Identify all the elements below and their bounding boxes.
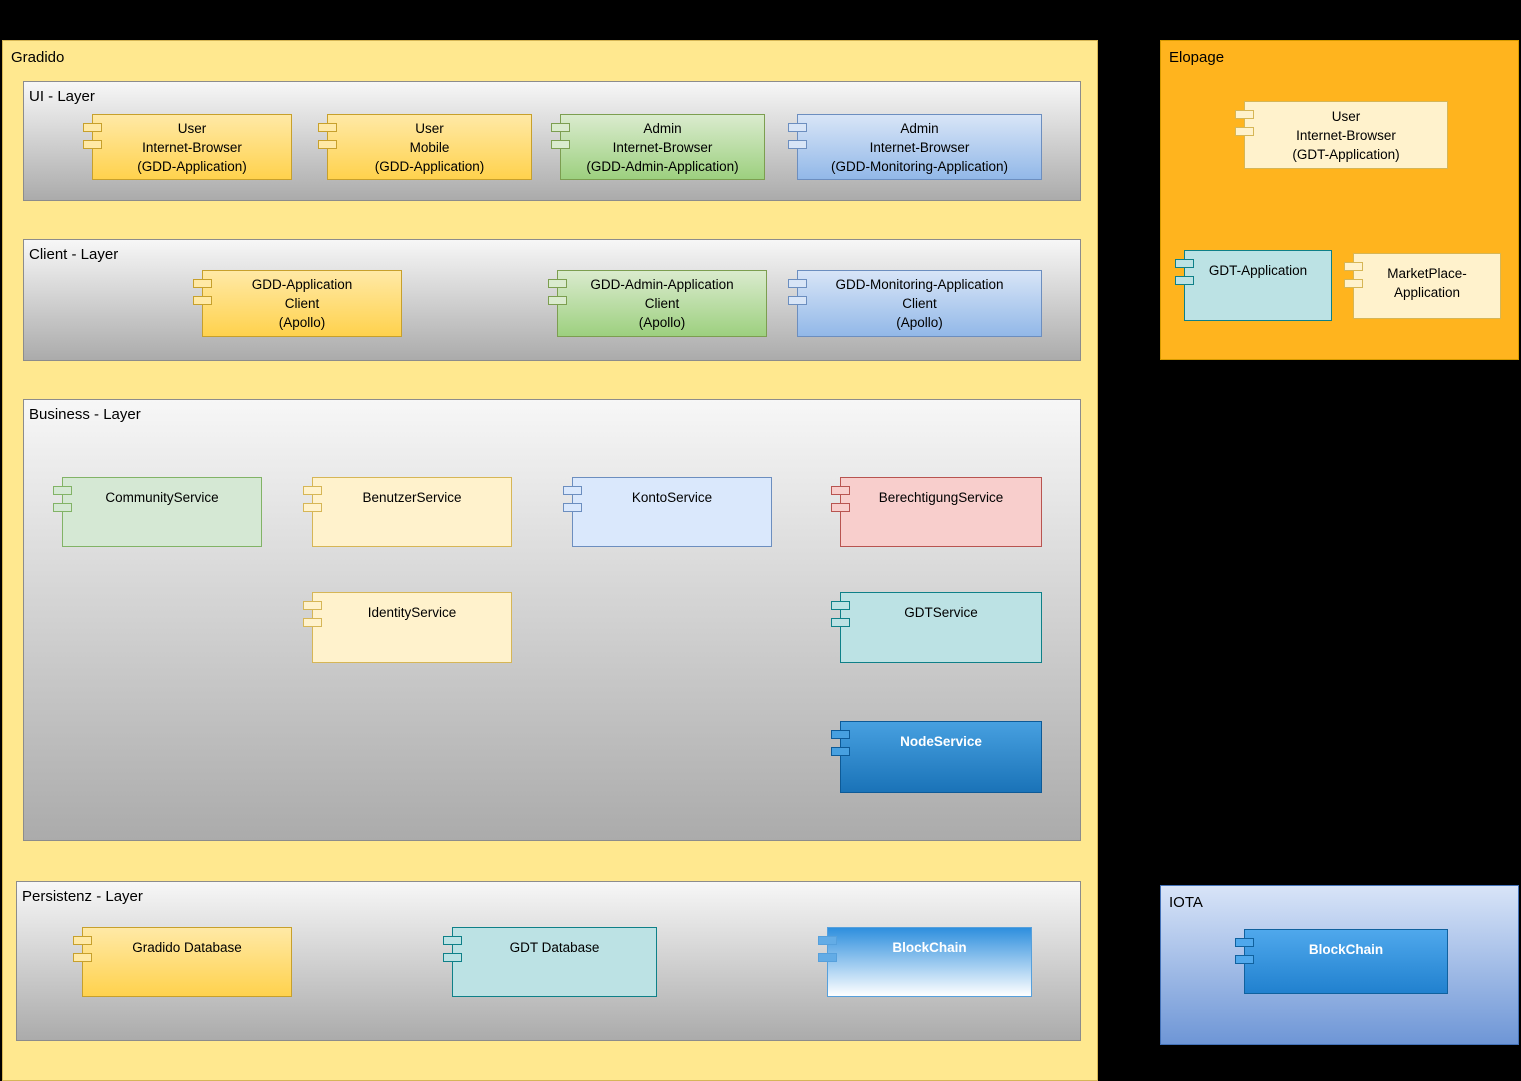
component-label: BlockChain bbox=[1308, 942, 1384, 957]
component-port-icon bbox=[548, 296, 567, 305]
component-port-icon bbox=[1344, 279, 1363, 288]
iota-container-label: IOTA bbox=[1169, 894, 1203, 911]
component-port-icon bbox=[831, 747, 850, 756]
component-port-icon bbox=[83, 140, 102, 149]
component-label: User Internet-Browser (GDD-Application) bbox=[137, 120, 247, 174]
component-gdt-service: GDTService bbox=[831, 592, 1042, 663]
component-port-icon bbox=[551, 123, 570, 132]
component-label: GDT-Application bbox=[1208, 263, 1308, 278]
component-port-icon bbox=[551, 140, 570, 149]
component-berechtigung-service: BerechtigungService bbox=[831, 477, 1042, 547]
component-label: GDD-Monitoring-Application Client (Apoll… bbox=[835, 277, 1004, 330]
component-benutzer-service: BenutzerService bbox=[303, 477, 512, 547]
component-port-icon bbox=[303, 618, 322, 627]
component-port-icon bbox=[788, 279, 807, 288]
component-port-icon bbox=[318, 140, 337, 149]
component-port-icon bbox=[788, 123, 807, 132]
component-port-icon bbox=[1344, 262, 1363, 271]
component-port-icon bbox=[563, 486, 582, 495]
component-gdt-application: GDT-Application bbox=[1175, 250, 1332, 321]
component-label: CommunityService bbox=[105, 490, 219, 505]
elopage-container: Elopage User Internet-Browser (GDT-Appli… bbox=[1160, 40, 1519, 360]
component-blockchain-iota: BlockChain bbox=[1235, 929, 1448, 994]
component-port-icon bbox=[548, 279, 567, 288]
component-label: GDT Database bbox=[509, 940, 600, 955]
component-label: BerechtigungService bbox=[878, 490, 1004, 505]
component-admin-internet-browser-gdd-monitoring: Admin Internet-Browser (GDD-Monitoring-A… bbox=[788, 114, 1042, 180]
component-port-icon bbox=[818, 936, 837, 945]
component-label: MarketPlace- Application bbox=[1387, 266, 1467, 300]
component-port-icon bbox=[1175, 259, 1194, 268]
component-gdd-monitoring-application-client: GDD-Monitoring-Application Client (Apoll… bbox=[788, 270, 1042, 337]
component-user-internet-browser-gdd: User Internet-Browser (GDD-Application) bbox=[83, 114, 292, 180]
component-port-icon bbox=[193, 296, 212, 305]
component-label: GDTService bbox=[904, 605, 978, 620]
component-port-icon bbox=[788, 296, 807, 305]
component-label: User Internet-Browser (GDT-Application) bbox=[1292, 108, 1400, 162]
component-admin-internet-browser-gdd-admin: Admin Internet-Browser (GDD-Admin-Applic… bbox=[551, 114, 765, 180]
component-port-icon bbox=[83, 123, 102, 132]
component-port-icon bbox=[1235, 110, 1254, 119]
component-port-icon bbox=[443, 953, 462, 962]
component-port-icon bbox=[53, 503, 72, 512]
component-port-icon bbox=[73, 936, 92, 945]
component-label: GDD-Admin-Application Client (Apollo) bbox=[590, 277, 734, 330]
business-layer-label: Business - Layer bbox=[29, 406, 141, 423]
component-user-internet-browser-gdt: User Internet-Browser (GDT-Application) bbox=[1235, 101, 1448, 169]
component-label: Gradido Database bbox=[132, 940, 242, 955]
component-gradido-database: Gradido Database bbox=[73, 927, 292, 997]
component-community-service: CommunityService bbox=[53, 477, 262, 547]
component-label: Admin Internet-Browser (GDD-Monitoring-A… bbox=[830, 120, 1009, 174]
component-port-icon bbox=[831, 503, 850, 512]
component-port-icon bbox=[1235, 938, 1254, 947]
gradido-container-label: Gradido bbox=[11, 49, 65, 66]
component-port-icon bbox=[1175, 276, 1194, 285]
component-label: GDD-Application Client (Apollo) bbox=[251, 277, 353, 330]
component-user-mobile-gdd: User Mobile (GDD-Application) bbox=[318, 114, 532, 180]
ui-layer: UI - Layer User Internet-Browser (GDD-Ap… bbox=[23, 81, 1081, 201]
component-konto-service: KontoService bbox=[563, 477, 772, 547]
component-gdd-application-client: GDD-Application Client (Apollo) bbox=[193, 270, 402, 337]
gradido-container: Gradido UI - Layer User Internet-Browser… bbox=[2, 40, 1098, 1081]
client-layer: Client - Layer GDD-Application Client (A… bbox=[23, 239, 1081, 361]
component-label: IdentityService bbox=[367, 605, 457, 620]
component-port-icon bbox=[303, 503, 322, 512]
component-blockchain-persistenz: BlockChain bbox=[818, 927, 1032, 997]
iota-container: IOTA BlockChain bbox=[1160, 885, 1519, 1045]
component-label: KontoService bbox=[631, 490, 713, 505]
component-node-service: NodeService bbox=[831, 721, 1042, 793]
persistenz-layer: Persistenz - Layer Gradido Database Bloc… bbox=[16, 881, 1081, 1041]
component-port-icon bbox=[818, 953, 837, 962]
component-port-icon bbox=[831, 618, 850, 627]
component-port-icon bbox=[53, 486, 72, 495]
component-port-icon bbox=[73, 953, 92, 962]
ui-layer-label: UI - Layer bbox=[29, 88, 95, 105]
elopage-container-label: Elopage bbox=[1169, 49, 1225, 66]
component-label: NodeService bbox=[900, 734, 982, 749]
component-port-icon bbox=[831, 486, 850, 495]
component-port-icon bbox=[1235, 127, 1254, 136]
component-label: BlockChain bbox=[892, 940, 967, 955]
component-port-icon bbox=[443, 936, 462, 945]
business-layer: Business - Layer CommunityService Benutz… bbox=[23, 399, 1081, 841]
component-port-icon bbox=[1235, 955, 1254, 964]
component-port-icon bbox=[788, 140, 807, 149]
component-port-icon bbox=[318, 123, 337, 132]
component-port-icon bbox=[831, 601, 850, 610]
component-port-icon bbox=[831, 730, 850, 739]
component-label: BenutzerService bbox=[362, 490, 462, 505]
component-label: Admin Internet-Browser (GDD-Admin-Applic… bbox=[586, 120, 739, 174]
component-identity-service: IdentityService bbox=[303, 592, 512, 663]
component-port-icon bbox=[303, 601, 322, 610]
component-gdd-admin-application-client: GDD-Admin-Application Client (Apollo) bbox=[548, 270, 767, 337]
component-port-icon bbox=[193, 279, 212, 288]
component-marketplace-application: MarketPlace- Application bbox=[1344, 253, 1501, 319]
component-label: User Mobile (GDD-Application) bbox=[374, 120, 485, 174]
component-port-icon bbox=[563, 503, 582, 512]
component-gdt-database: BlockChain GDT Database bbox=[443, 927, 657, 997]
persistenz-layer-label: Persistenz - Layer bbox=[22, 888, 143, 905]
component-port-icon bbox=[303, 486, 322, 495]
client-layer-label: Client - Layer bbox=[29, 246, 119, 263]
